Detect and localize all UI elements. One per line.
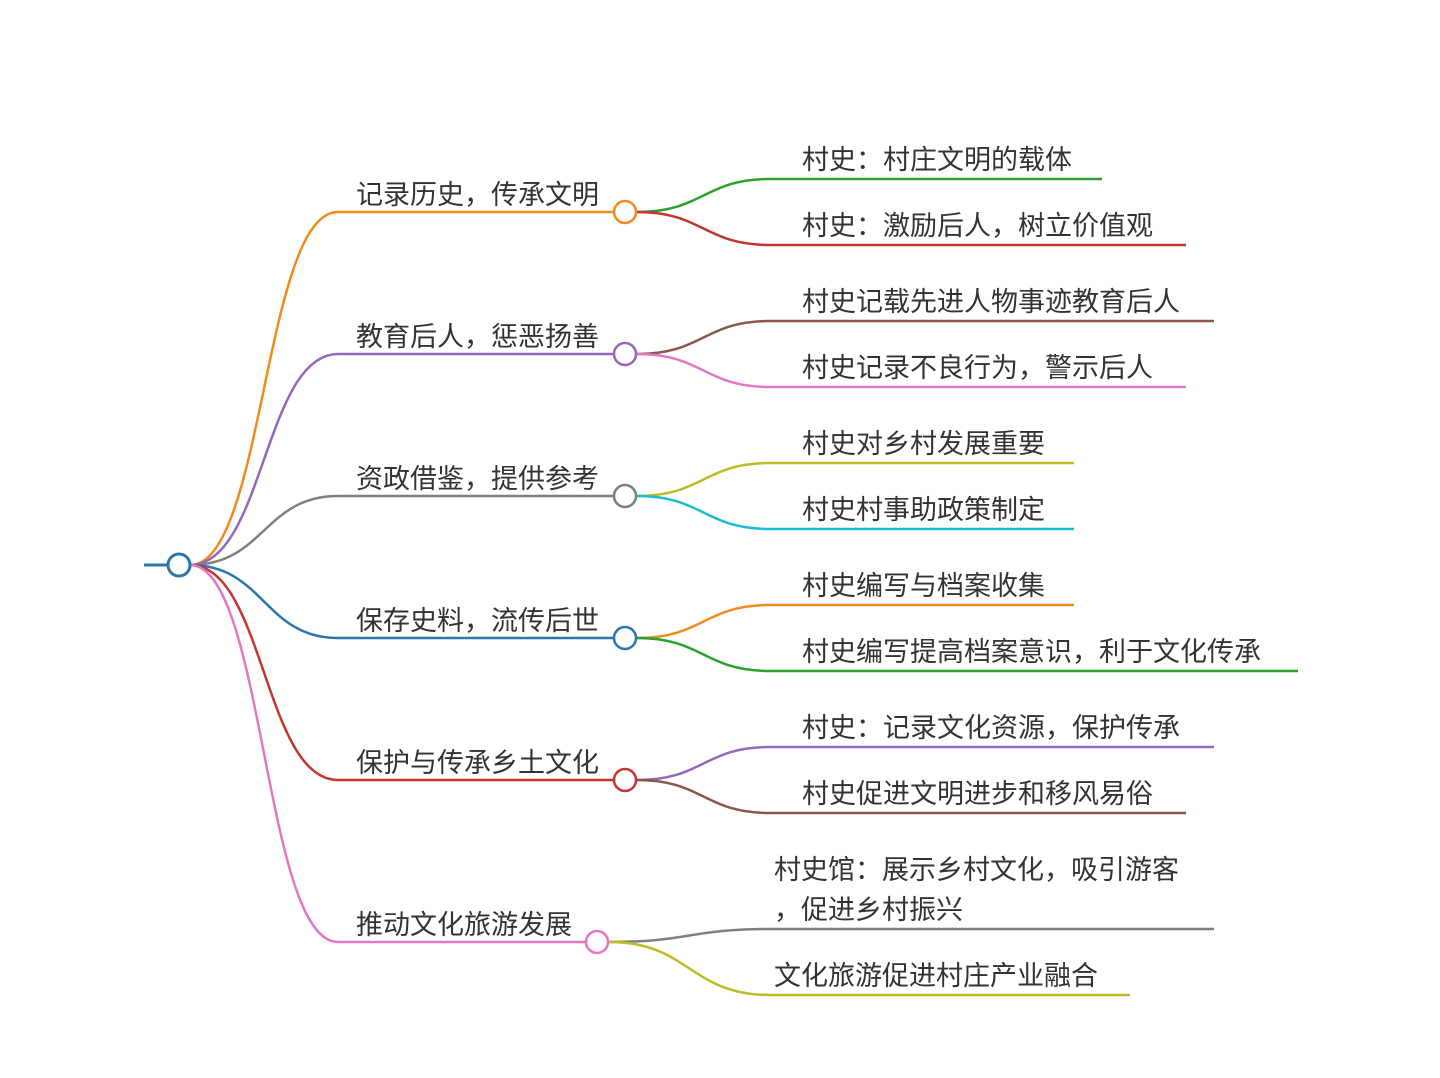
branch-node-4[interactable]	[612, 625, 638, 651]
child-label-1-1: 村史：村庄文明的载体	[802, 145, 1072, 176]
branch-edge-2	[189, 352, 614, 567]
mindmap-labels: 记录历史，传承文明 村史：村庄文明的载体村史：激励后人，树立价值观教育后人，惩恶扬…	[356, 145, 1261, 992]
child-edge-5-1	[636, 745, 1214, 782]
branch-edge-1	[189, 210, 614, 567]
mindmap-nodes	[166, 199, 638, 955]
child-edge-2-1	[636, 319, 1214, 356]
child-edge-1-2	[636, 210, 1186, 247]
branch-label-4: 保存史料，流传后世	[356, 606, 599, 637]
child-label-3-2: 村史村事助政策制定	[802, 495, 1045, 526]
child-edge-6-1	[608, 927, 1214, 944]
branch-edge-6	[189, 563, 586, 944]
branch-node-3[interactable]	[612, 483, 638, 509]
child-label-2-1: 村史记载先进人物事迹教育后人	[802, 287, 1180, 318]
child-edge-5-2	[636, 778, 1186, 815]
child-edge-4-1	[636, 603, 1074, 640]
branch-node-2[interactable]	[612, 341, 638, 367]
child-edge-2-2	[636, 352, 1186, 389]
branch-node-1[interactable]	[612, 199, 638, 225]
child-edge-4-2	[636, 636, 1298, 673]
child-label-5-2: 村史促进文明进步和移风易俗	[802, 779, 1153, 810]
branch-edge-4	[189, 563, 614, 640]
child-label-3-1: 村史对乡村发展重要	[802, 429, 1045, 460]
mindmap-edges	[144, 177, 1298, 997]
branch-label-1: 记录历史，传承文明	[356, 180, 599, 211]
branch-node-5[interactable]	[612, 767, 638, 793]
child-edge-3-1	[636, 461, 1074, 498]
branch-label-6: 推动文化旅游发展	[356, 910, 572, 941]
child-label-4-2: 村史编写提高档案意识，利于文化传承	[802, 637, 1261, 668]
child-edge-6-2	[608, 940, 1130, 997]
branch-label-5: 保护与传承乡土文化	[356, 748, 599, 779]
child-label-4-1: 村史编写与档案收集	[802, 571, 1045, 602]
child-label-6-1-line-1: 村史馆：展示乡村文化，吸引游客	[774, 855, 1179, 886]
branch-edge-5	[189, 563, 614, 782]
child-label-2-2: 村史记录不良行为，警示后人	[802, 353, 1153, 384]
branch-node-6[interactable]	[584, 929, 610, 955]
root-node[interactable]	[166, 552, 192, 578]
child-edge-3-2	[636, 494, 1074, 531]
child-label-1-2: 村史：激励后人，树立价值观	[802, 211, 1153, 242]
child-edge-1-1	[636, 177, 1102, 214]
branch-label-3: 资政借鉴，提供参考	[356, 464, 599, 495]
branch-edge-3	[189, 494, 614, 567]
child-label-6-2: 文化旅游促进村庄产业融合	[774, 961, 1098, 992]
child-label-5-1: 村史：记录文化资源，保护传承	[802, 713, 1180, 744]
branch-label-2: 教育后人，惩恶扬善	[356, 322, 599, 353]
child-label-6-1-line-2: ，促进乡村振兴	[774, 895, 963, 926]
